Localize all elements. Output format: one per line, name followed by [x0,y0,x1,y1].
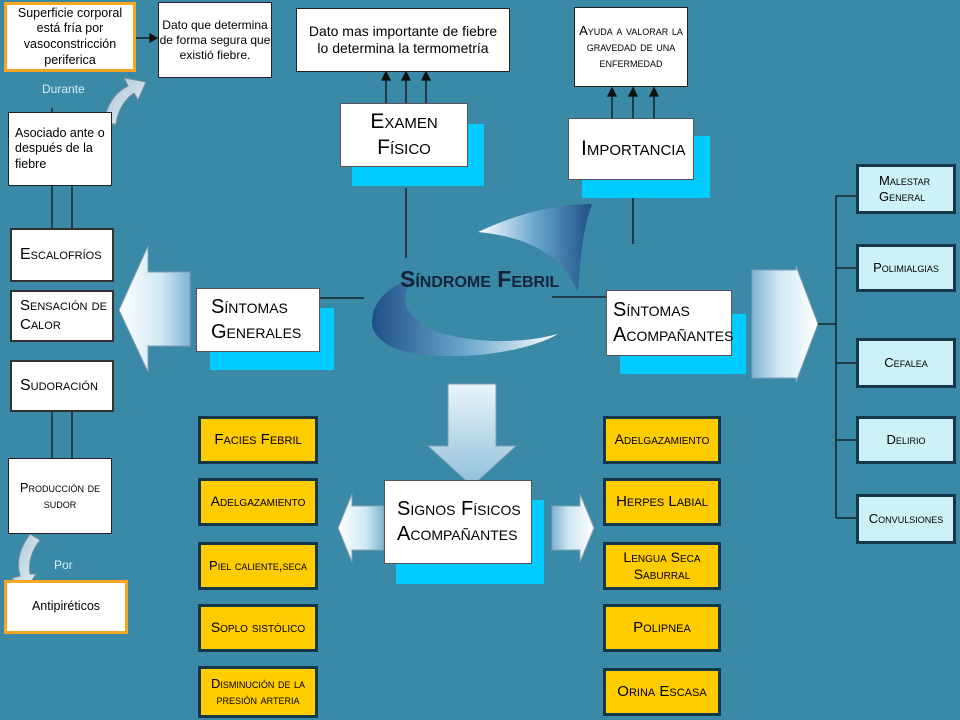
orina-escasa-box: Orina Escasa [603,668,721,716]
swoosh-bottom [372,280,558,357]
arrow-right-big [751,265,819,383]
lengua-seca-box: Lengua Seca Saburral [603,542,721,590]
arrow-left-big [118,245,191,373]
soplo-sistolico-text: Soplo sistólico [210,619,306,636]
sint-acomp-title-text: Síntomas Acompañantes [613,299,734,346]
produccion-text: Producción de sudor [19,479,101,511]
examen-detail-text: Dato mas importante de fiebre lo determi… [308,22,498,57]
orina-escasa-text: Orina Escasa [617,682,707,700]
dato-text: Dato que determina de forma segura que e… [159,17,271,62]
sudoracion-text: Sudoración [20,377,98,394]
herpes-labial-text: Herpes Labial [616,492,708,510]
escalofrios-box: Escalofríos [10,228,114,282]
sint-gen-title-box: Síntomas Generales [196,288,320,352]
sensacion-calor-box: Sensación de Calor [10,290,114,342]
examen-detail-box: Dato mas importante de fiebre lo determi… [296,8,510,72]
importancia-title-box: Importancia [568,118,694,180]
malestar-general-text: Malestar General [879,172,931,204]
polipnea-text: Polipnea [633,618,691,636]
sindrome-febril-title: Síndrome Febril [400,266,560,292]
facies-febril-text: Facies Febril [214,430,302,448]
polipnea-box: Polipnea [603,604,721,652]
adelgazamiento-right-text: Adelgazamiento [614,431,710,448]
piel-caliente-box: Piel caliente,seca [198,542,318,590]
curve-arrow-top [103,77,147,125]
sensacion-calor-text: Sensación de Calor [20,297,107,333]
herpes-labial-box: Herpes Labial [603,478,721,526]
antipireticos-box: Antipiréticos [4,580,128,634]
asociado-box: Asociado ante o después de la fiebre [8,112,112,186]
arrow-down [426,383,518,487]
asociado-text: Asociado ante o después de la fiebre [15,125,105,171]
disminucion-presion-text: Disminución de la presión arteria [210,675,306,707]
por-label: Por [54,558,73,572]
cefalea-text: Cefalea [884,354,928,370]
arrow-left-small [337,493,385,563]
convulsiones-text: Convulsiones [868,510,944,526]
dato-box: Dato que determina de forma segura que e… [158,2,272,78]
importancia-detail-box: Ayuda a valorar la gravedad de una enfer… [574,7,688,87]
escalofrios-text: Escalofríos [20,246,102,263]
sint-acomp-title-box: Síntomas Acompañantes [606,290,734,356]
signos-title-box: Signos Físicos Acompañantes [384,480,532,564]
polimialgias-box: Polimialgias [856,244,956,292]
arrow-right-small [551,493,595,563]
antipireticos-text: Antipiréticos [31,599,101,614]
importancia-detail-text: Ayuda a valorar la gravedad de una enfer… [579,22,683,71]
polimialgias-text: Polimialgias [873,259,939,275]
examen-title-text: Examen Físico [370,109,438,159]
produccion-box: Producción de sudor [8,458,112,534]
convulsiones-box: Convulsiones [856,494,956,544]
adelgazamiento-right-box: Adelgazamiento [603,416,721,464]
cefalea-box: Cefalea [856,338,956,388]
disminucion-presion-box: Disminución de la presión arteria [198,666,318,718]
piel-caliente-text: Piel caliente,seca [209,557,307,573]
superficie-box: Superficie corporal está fría por vasoco… [4,2,136,72]
adelgazamiento-left-text: Adelgazamiento [210,493,306,510]
malestar-general-box: Malestar General [856,164,956,214]
superficie-text: Superficie corporal está fría por vasoco… [17,5,123,67]
importancia-title-text: Importancia [581,136,686,160]
sint-gen-title-text: Síntomas Generales [211,296,302,343]
facies-febril-box: Facies Febril [198,416,318,464]
examen-title-box: Examen Físico [340,103,468,167]
delirio-text: Delirio [886,431,926,447]
sudoracion-box: Sudoración [10,360,114,412]
soplo-sistolico-box: Soplo sistólico [198,604,318,652]
delirio-box: Delirio [856,416,956,464]
swoosh-top [478,204,592,292]
durante-label: Durante [42,82,85,96]
adelgazamiento-left-box: Adelgazamiento [198,478,318,526]
lengua-seca-text: Lengua Seca Saburral [623,548,701,583]
signos-title-text: Signos Físicos Acompañantes [397,498,521,545]
